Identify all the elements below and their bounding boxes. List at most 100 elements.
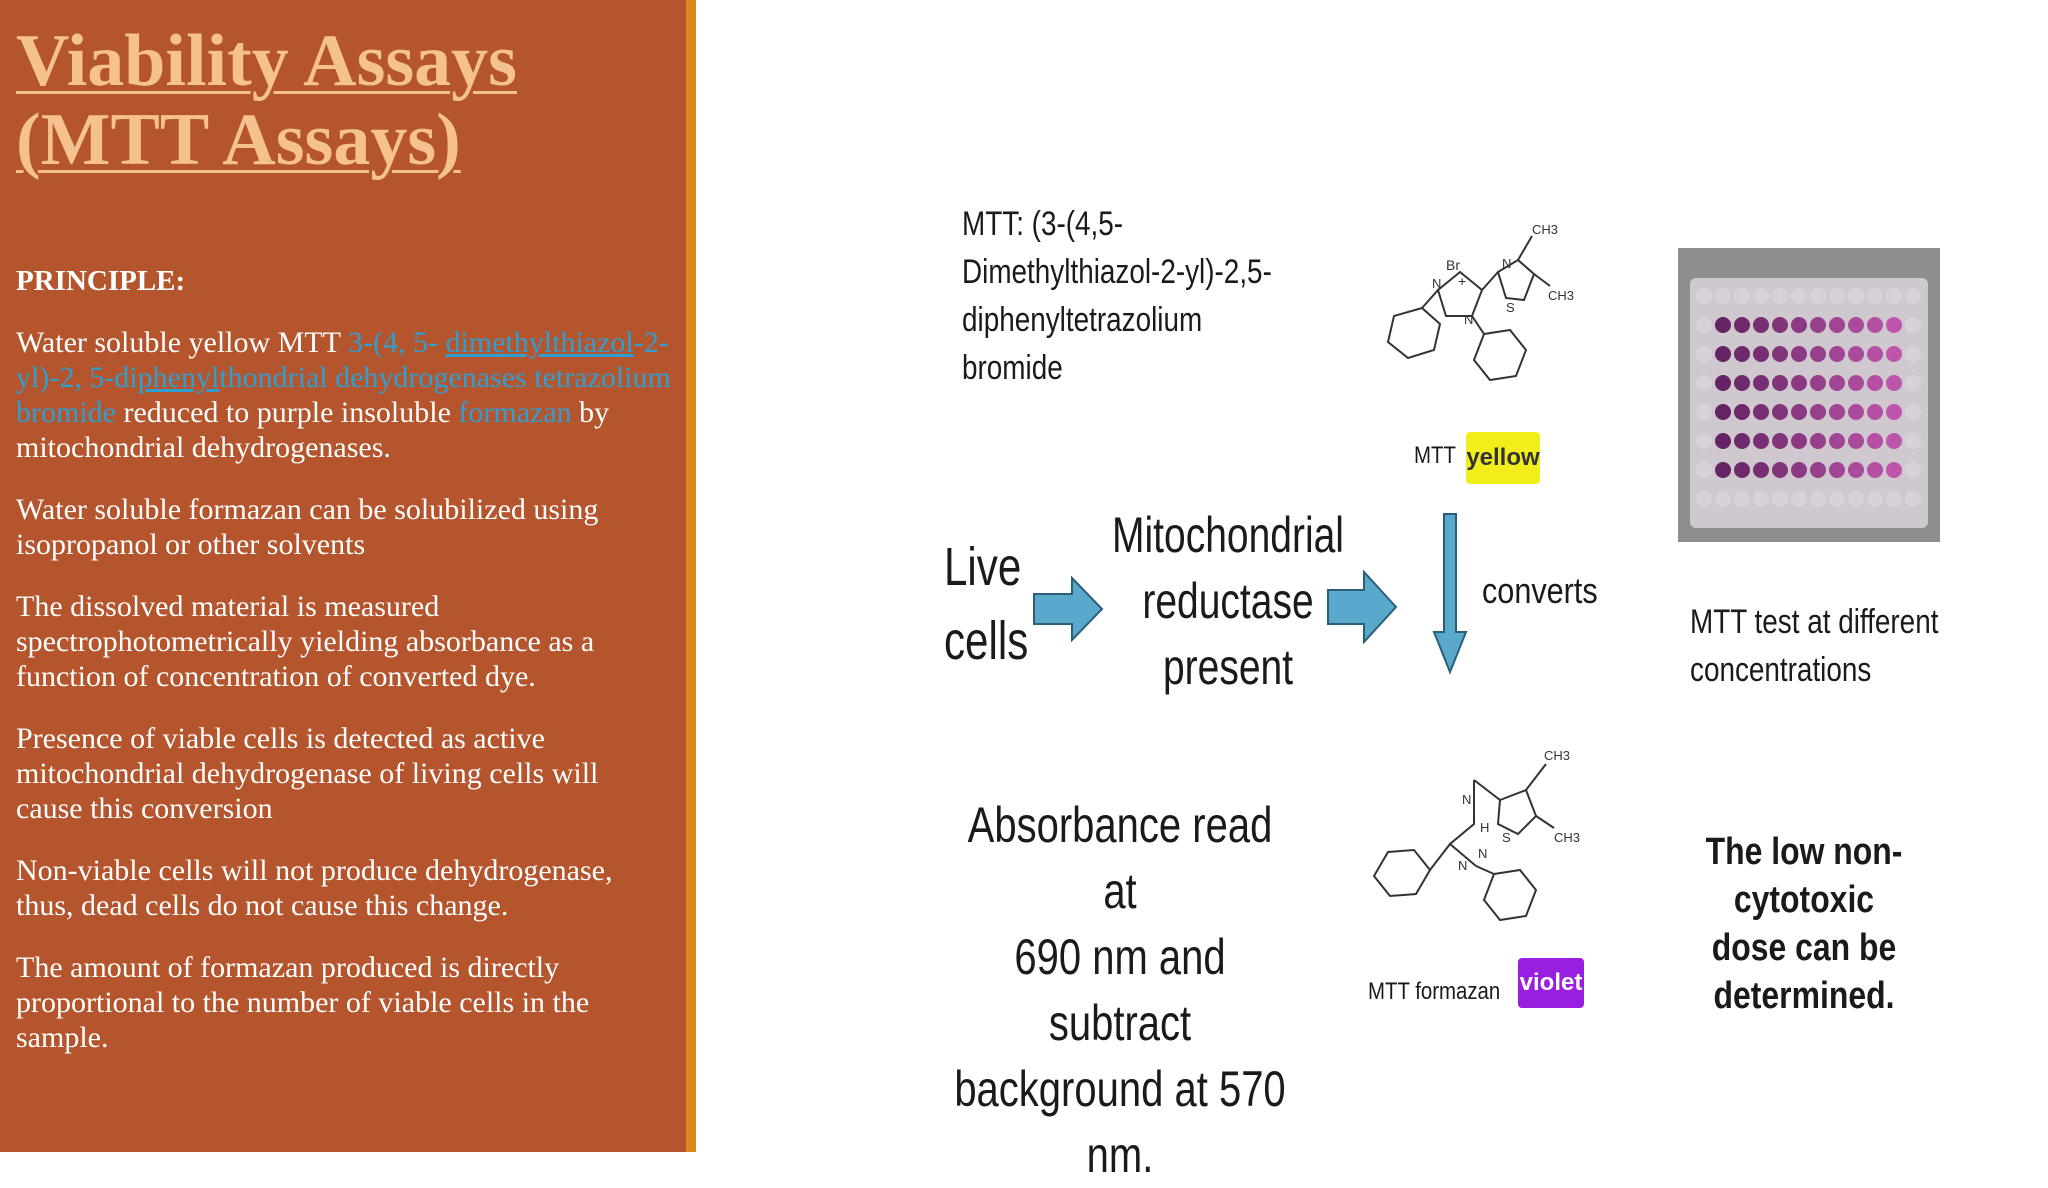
plate-well [1848, 433, 1864, 449]
plate-well [1905, 433, 1921, 449]
plate-well [1810, 404, 1826, 420]
formazan-phenyl-left [1372, 848, 1432, 898]
mtt-assay-figure: MTT: (3-(4,5-Dimethylthiazol-2-yl)-2,5-d… [930, 180, 2010, 1183]
plate-well [1772, 462, 1788, 478]
phenyl-ring-right [1472, 328, 1528, 382]
converts-label: converts [1482, 570, 1598, 611]
thiazole-ring [1496, 258, 1536, 302]
plate-well [1753, 317, 1769, 333]
plate-well [1791, 375, 1807, 391]
mol-atom-n-1: N [1502, 256, 1511, 271]
low-dose-note: The low non-cytotoxic dose can be determ… [1644, 828, 1963, 1020]
plate-well [1886, 433, 1902, 449]
mtt-structure-diagram: Br + N N N S CH3 CH3 [1386, 222, 1574, 382]
plate-well [1696, 346, 1712, 362]
mol-atom-n-6: N [1478, 846, 1487, 861]
plate-well [1886, 462, 1902, 478]
plate-well [1715, 346, 1731, 362]
plate-well [1810, 317, 1826, 333]
plate-well [1886, 491, 1902, 507]
plate-well [1905, 404, 1921, 420]
plate-well [1848, 404, 1864, 420]
mtt-label: MTT [1414, 442, 1456, 469]
title-line-1: Viability Assays [16, 20, 517, 102]
plate-well [1753, 433, 1769, 449]
plate-well [1829, 288, 1845, 304]
plate-well [1715, 317, 1731, 333]
plate-well [1905, 462, 1921, 478]
yellow-color-badge: yellow [1466, 432, 1540, 484]
plate-well [1696, 491, 1712, 507]
p1-text-end: by mitochondrial dehydrogenases. [16, 396, 610, 464]
plate-well [1848, 375, 1864, 391]
plate-well [1715, 404, 1731, 420]
plate-well [1791, 288, 1807, 304]
mtt-chemical-link-part-5[interactable]: thondrial dehydrogenases tetrazolium bro… [16, 361, 671, 429]
plate-well [1715, 462, 1731, 478]
mol-atom-h: H [1480, 820, 1489, 835]
enzyme-line-1: Mitochondrial [1112, 507, 1344, 563]
plate-well [1696, 433, 1712, 449]
plate-well [1772, 375, 1788, 391]
plate-well [1886, 375, 1902, 391]
plate-well [1829, 375, 1845, 391]
plate-well [1867, 375, 1883, 391]
principle-paragraph-2: Water soluble formazan can be solubilize… [16, 493, 599, 561]
plate-well [1753, 346, 1769, 362]
formazan-thiazole-ring [1496, 788, 1538, 836]
mol-atom-n-3: N [1464, 312, 1473, 327]
mtt-chemical-link-part-1[interactable]: 3-(4, 5- [347, 326, 438, 359]
plate-well [1848, 288, 1864, 304]
mtt-chemical-link-part-4[interactable]: phenyl [137, 361, 220, 394]
principle-paragraph-5: Non-viable cells will not produce dehydr… [16, 854, 613, 922]
plate-well [1867, 491, 1883, 507]
plate-well [1886, 317, 1902, 333]
plate-well [1810, 491, 1826, 507]
formazan-link[interactable]: formazan [458, 396, 572, 429]
plate-well [1734, 462, 1750, 478]
plate-well [1715, 433, 1731, 449]
principle-paragraph-6: The amount of formazan produced is direc… [16, 951, 590, 1054]
plate-well [1848, 491, 1864, 507]
mtt-chemical-link-part-2[interactable]: dimethylthiazol [445, 326, 634, 359]
plate-well [1791, 491, 1807, 507]
live-cells-label: Live cells [944, 530, 1028, 678]
plate-well [1886, 346, 1902, 362]
plate-well [1734, 491, 1750, 507]
plate-well [1829, 404, 1845, 420]
formazan-phenyl-right [1482, 868, 1538, 922]
plate-well [1696, 288, 1712, 304]
plate-well [1696, 462, 1712, 478]
slide-title: Viability Assays (MTT Assays) [16, 22, 676, 180]
plate-well [1867, 317, 1883, 333]
title-line-2: (MTT Assays) [16, 99, 461, 181]
plate-well [1848, 462, 1864, 478]
mtt-formazan-label: MTT formazan [1368, 978, 1501, 1005]
plate-well [1867, 346, 1883, 362]
mol-atom-s: S [1506, 300, 1515, 315]
right-arrow-icon-2 [1327, 570, 1398, 644]
absorbance-note: Absorbance read at 690 nm and subtract b… [952, 792, 1288, 1188]
plate-well [1810, 433, 1826, 449]
tetrazolium-ring [1436, 270, 1484, 317]
violet-color-badge: violet [1518, 958, 1584, 1008]
plate-well [1772, 404, 1788, 420]
mtt-chemical-link-part-3[interactable]: -2-yl)-2, 5-di [16, 326, 669, 394]
principle-body: PRINCIPLE: Water soluble yellow MTT 3-(4… [16, 264, 672, 1082]
mol-atom-s-2: S [1502, 830, 1511, 845]
plate-well [1791, 462, 1807, 478]
plate-well [1829, 346, 1845, 362]
low-dose-line-1: The low non-cytotoxic [1705, 831, 1903, 921]
down-arrow-icon [1432, 513, 1468, 675]
plate-well [1867, 288, 1883, 304]
right-arrow-icon [1033, 576, 1104, 642]
plate-well [1829, 462, 1845, 478]
plate-well [1791, 317, 1807, 333]
plate-well [1715, 375, 1731, 391]
enzyme-line-2: reductase [1142, 573, 1314, 629]
plate-well [1905, 491, 1921, 507]
mitochondrial-reductase-label: Mitochondrial reductase present [1111, 502, 1345, 700]
mol-atom-ch3-3: CH3 [1544, 748, 1570, 763]
plate-well [1810, 346, 1826, 362]
plate-well [1905, 317, 1921, 333]
